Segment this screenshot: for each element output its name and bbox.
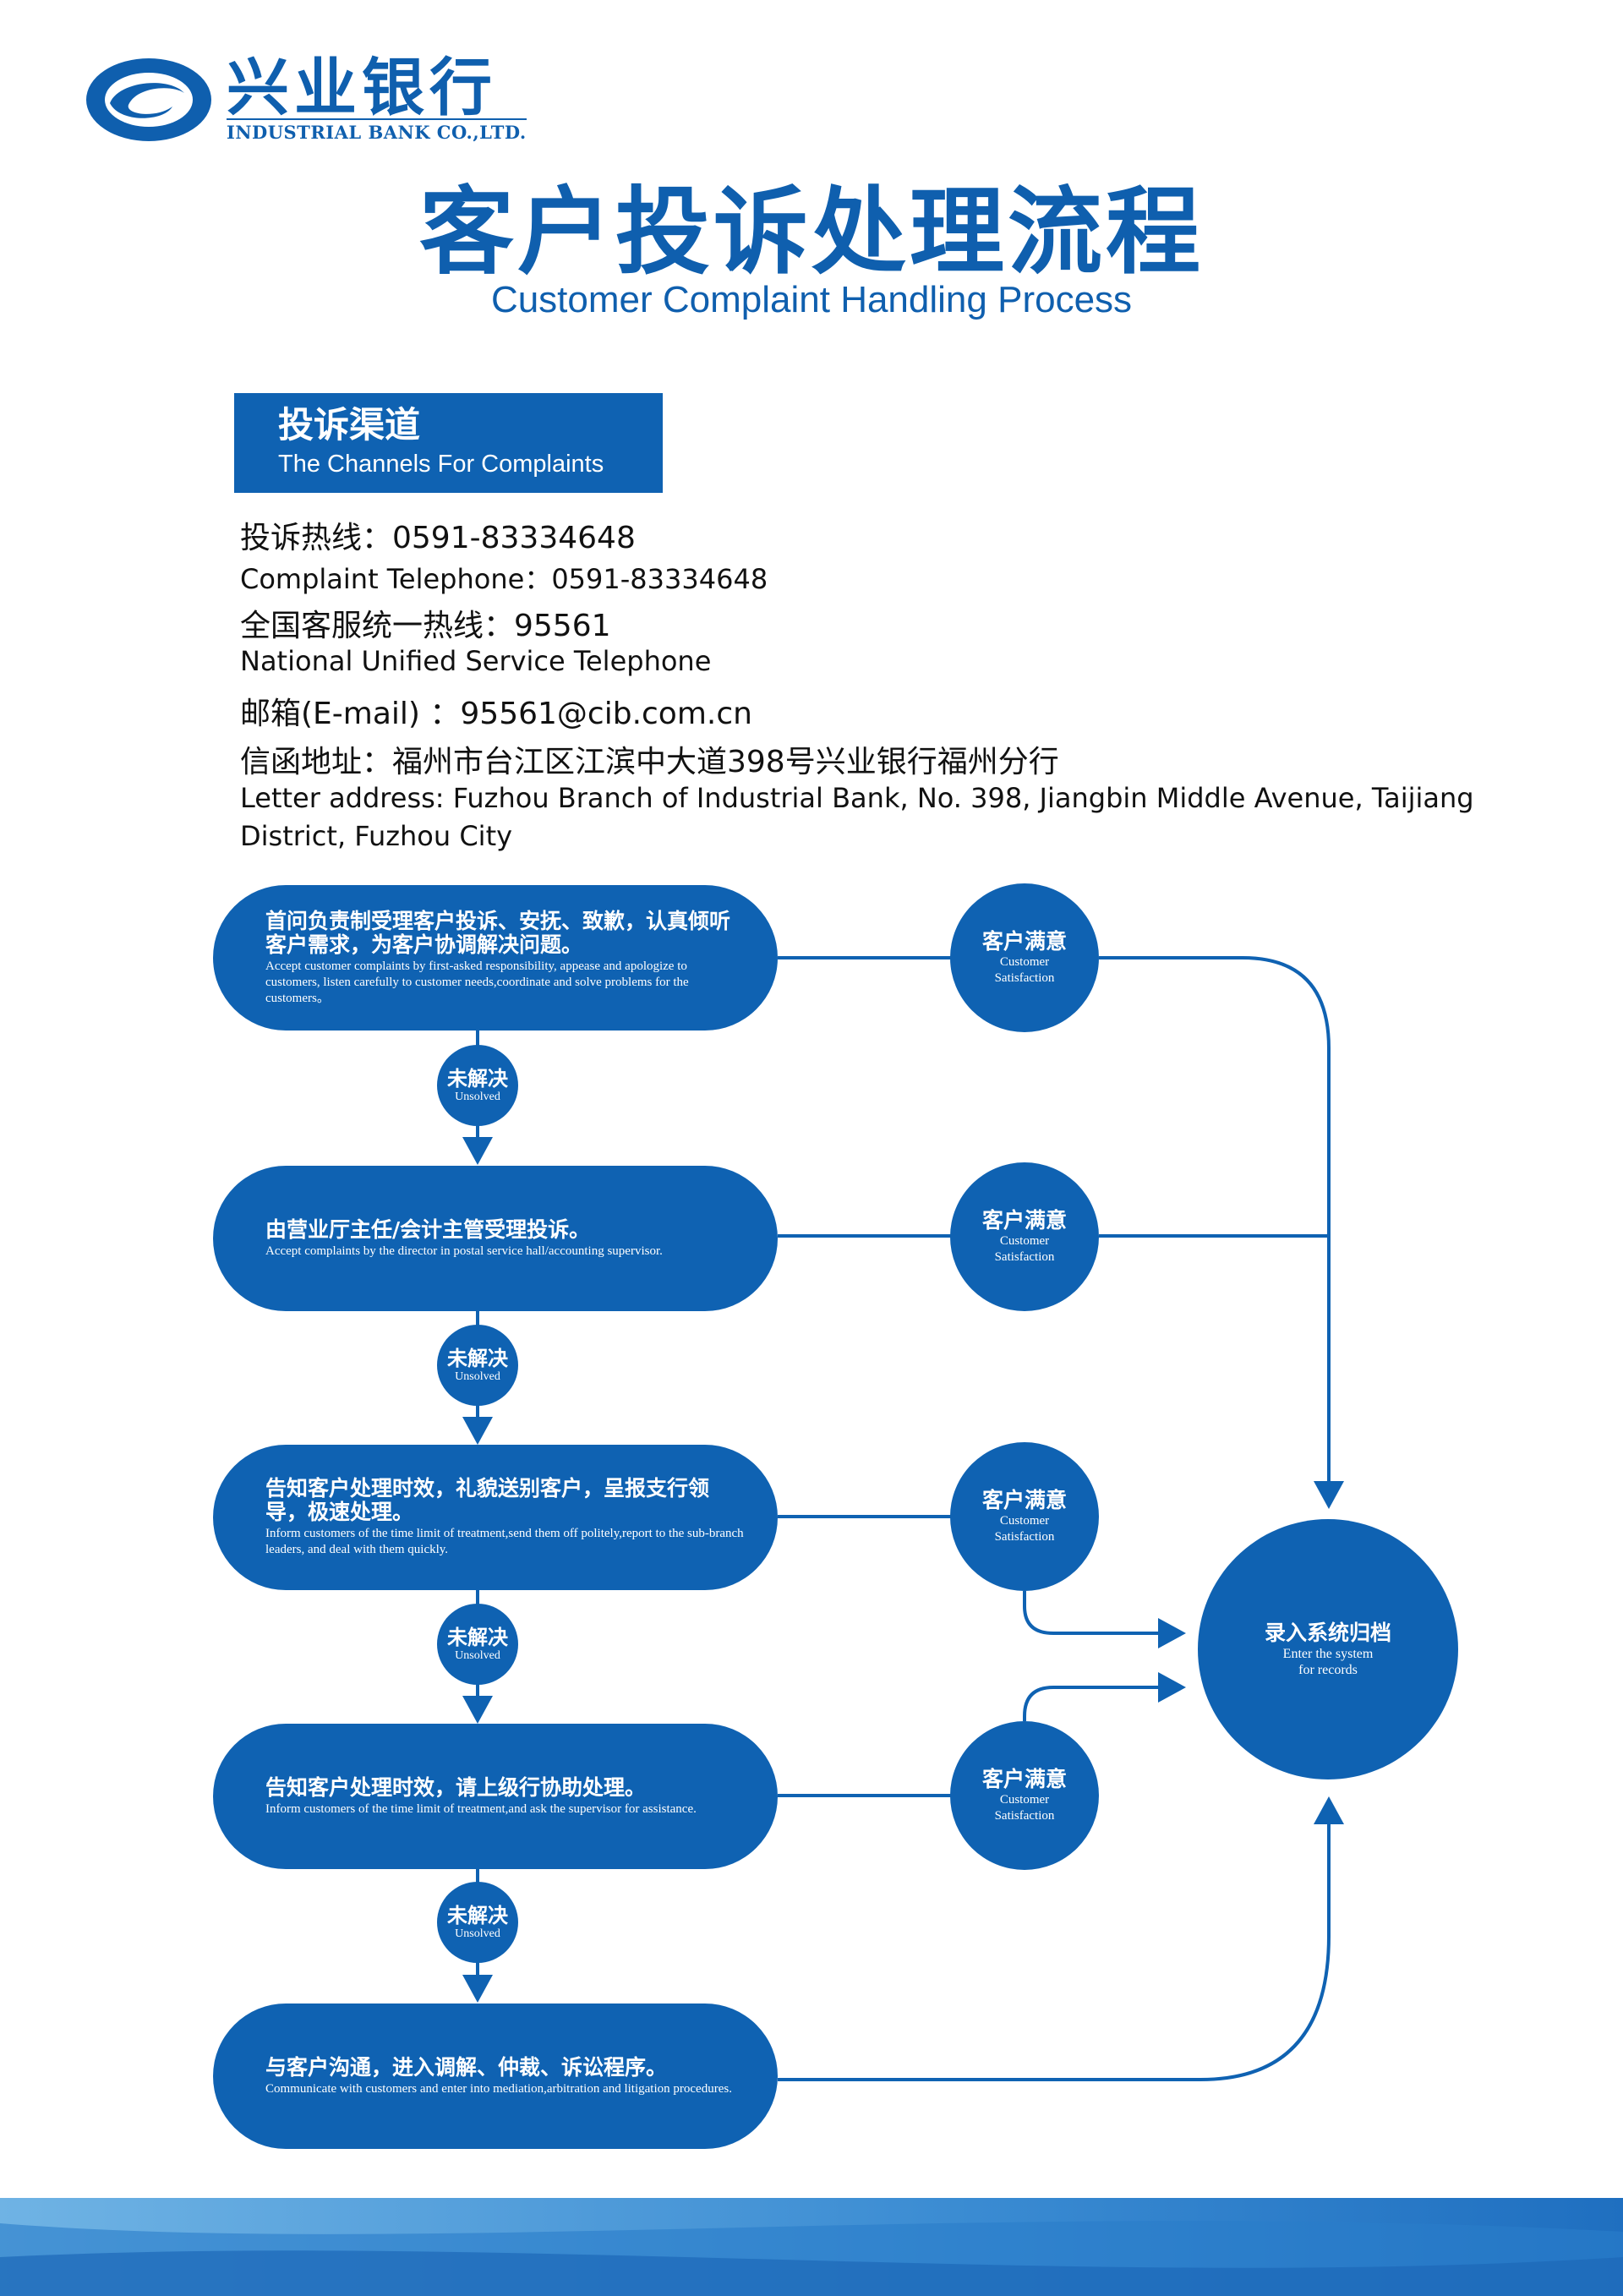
bank-name-cn: 兴业银行 [227,52,497,124]
step-1-text-en: Accept customer complaints by first-aske… [265,959,689,1005]
hotline-cn: 投诉热线：0591-83334648 [240,521,636,555]
archive-label-en-1: Enter the system [1282,1647,1374,1661]
satisfaction-label-en-2: Satisfaction [994,1809,1055,1823]
unsolved-label-cn: 未解决 [447,1347,508,1370]
page-title: 客户投诉处理流程 [419,178,1204,287]
arrow-down-icon [462,1417,493,1445]
connector-line [1099,956,1331,1488]
address-en-line1: Letter address: Fuzhou Branch of Industr… [240,782,1474,814]
step-2-text-cn: 由营业厅主任/会计主管受理投诉。 [265,1216,591,1242]
step-4-text-en: Inform customers of the time limit of tr… [265,1801,697,1816]
bank-logo-icon [86,58,211,141]
unsolved-label-en: Unsolved [455,1927,500,1940]
satisfaction-label-cn: 客户满意 [981,1488,1067,1512]
step-5-text-en: Communicate with customers and enter int… [265,2081,732,2096]
satisfaction-node-1: 客户满意 Customer Satisfaction [950,883,1099,1032]
satisfaction-label-en-1: Customer [999,1793,1050,1807]
flow-connectors [462,956,1344,2081]
step-5-text-cn: 与客户沟通，进入调解、仲裁、诉讼程序。 [265,2054,668,2080]
unsolved-badge: 未解决 Unsolved [437,1882,518,1963]
address-en-line2: District, Fuzhou City [240,820,513,852]
unsolved-label-en: Unsolved [455,1370,500,1383]
arrow-right-icon [1158,1618,1186,1648]
unsolved-label-cn: 未解决 [447,1067,508,1091]
archive-node: 录入系统归档 Enter the system for records [1198,1519,1458,1779]
satisfaction-label-en-1: Customer [999,1514,1050,1528]
flow-step-5: 与客户沟通，进入调解、仲裁、诉讼程序。 Communicate with cus… [213,2004,778,2149]
arrow-up-icon [1314,1796,1344,1824]
page-subtitle: Customer Complaint Handling Process [490,279,1133,320]
address-cn: 信函地址：福州市台江区江滨中大道398号兴业银行福州分行 [240,745,1059,779]
step-3-text-en: Inform customers of the time limit of tr… [265,1527,744,1556]
unsolved-label-en: Unsolved [455,1649,500,1662]
arrow-down-icon [462,1137,493,1165]
flow-step-2: 由营业厅主任/会计主管受理投诉。 Accept complaints by th… [213,1166,778,1311]
flow-step-3: 告知客户处理时效，礼貌送别客户，呈报支行领导，极速处理。 Inform cust… [213,1445,778,1590]
unsolved-label-cn: 未解决 [447,1904,508,1927]
step-1-text-cn: 首问负责制受理客户投诉、安抚、致歉，认真倾听客户需求，为客户协调解决问题。 [265,908,731,957]
satisfaction-node-3: 客户满意 Customer Satisfaction [950,1442,1099,1591]
step-4-text-cn: 告知客户处理时效，请上级行协助处理。 [265,1774,647,1800]
satisfaction-node-4: 客户满意 Customer Satisfaction [950,1721,1099,1870]
satisfaction-label-en-1: Customer [999,955,1050,969]
satisfaction-label-en-2: Satisfaction [994,971,1055,985]
service-line-cn: 全国客服统一热线：95561 [240,609,611,643]
unsolved-label-en: Unsolved [455,1091,500,1103]
service-line-en: National Unified Service Telephone [240,645,712,677]
flow-step-1: 首问负责制受理客户投诉、安抚、致歉，认真倾听客户需求，为客户协调解决问题。 Ac… [213,885,778,1030]
satisfaction-node-2: 客户满意 Customer Satisfaction [950,1162,1099,1311]
unsolved-badge: 未解决 Unsolved [437,1325,518,1406]
email-line: 邮箱(E-mail) ：95561@cib.com.cn [240,697,752,731]
connector-line [1023,1686,1167,1721]
step-2-text-en: Accept complaints by the director in pos… [265,1244,663,1258]
channels-title-cn: 投诉渠道 [278,404,421,446]
arrow-down-icon [1314,1481,1344,1509]
satisfaction-label-en-2: Satisfaction [994,1530,1055,1544]
connector-line [778,1818,1331,2081]
satisfaction-label-cn: 客户满意 [981,1767,1067,1791]
arrow-down-icon [462,1975,493,2003]
step-3-text-cn: 告知客户处理时效，礼貌送别客户，呈报支行领导，极速处理。 [265,1476,710,1524]
arrow-right-icon [1158,1672,1186,1703]
arrow-down-icon [462,1696,493,1724]
channels-header: 投诉渠道 The Channels For Complaints [234,393,663,493]
flow-step-4: 告知客户处理时效，请上级行协助处理。 Inform customers of t… [213,1724,778,1869]
connector-line [1023,1591,1167,1635]
archive-label-en-2: for records [1298,1663,1358,1677]
footer-wave-decoration [0,2198,1623,2296]
satisfaction-label-cn: 客户满意 [981,929,1067,954]
unsolved-badge: 未解决 Unsolved [437,1604,518,1685]
unsolved-label-cn: 未解决 [447,1626,508,1649]
bank-name-en: INDUSTRIAL BANK CO.,LTD. [227,118,527,143]
hotline-en: Complaint Telephone：0591-83334648 [240,563,768,595]
satisfaction-label-en-2: Satisfaction [994,1250,1055,1264]
channels-title-en: The Channels For Complaints [278,451,604,478]
archive-label-cn: 录入系统归档 [1264,1621,1391,1645]
unsolved-badge: 未解决 Unsolved [437,1045,518,1126]
satisfaction-label-en-1: Customer [999,1234,1050,1248]
satisfaction-label-cn: 客户满意 [981,1208,1067,1233]
